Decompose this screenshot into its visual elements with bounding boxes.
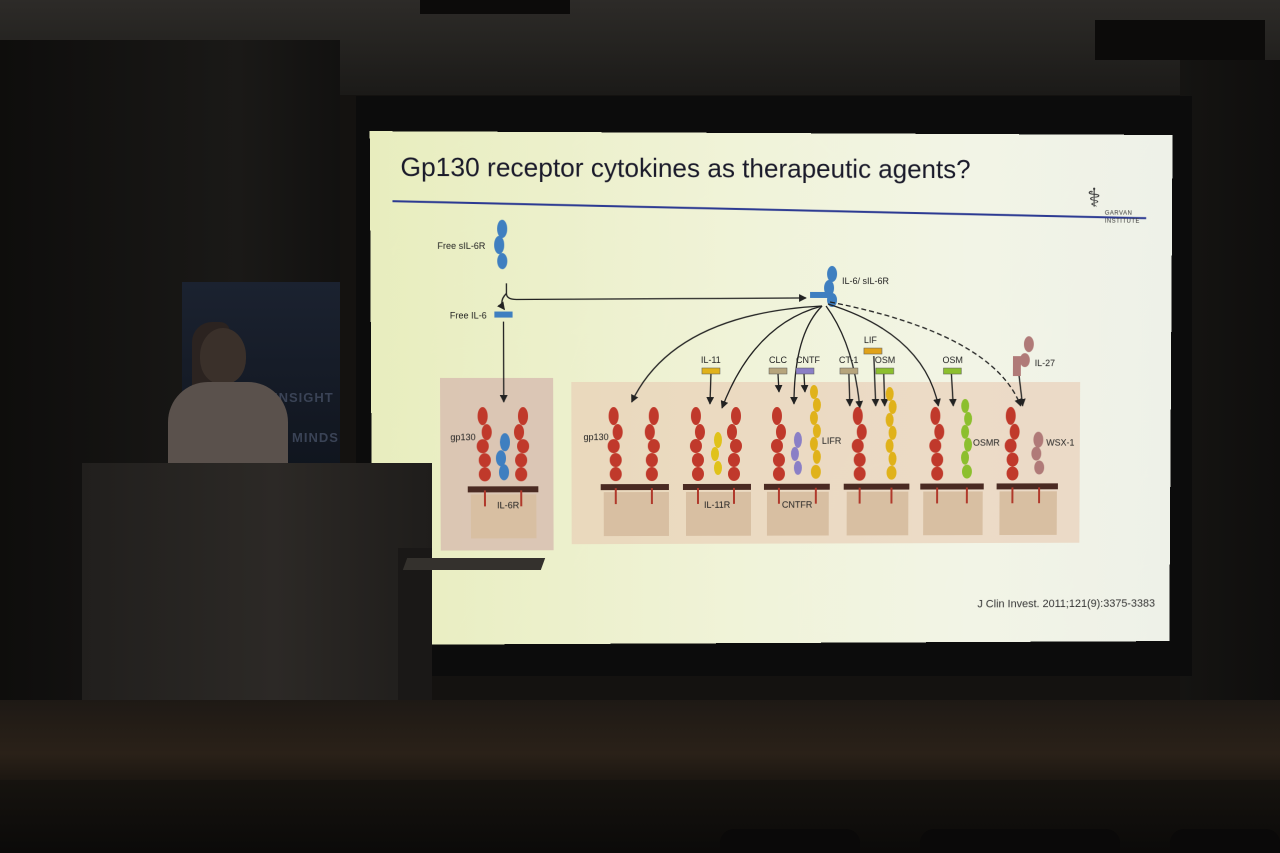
il27-label: IL-27 — [1035, 358, 1055, 368]
gp130-label: gp130 — [583, 432, 608, 442]
podium-shelf — [402, 558, 546, 570]
ct1-label: CT-1 — [839, 355, 858, 365]
osm-ligand — [876, 368, 894, 374]
il11r-label: IL-11R — [704, 500, 731, 510]
osm-label: OSM — [875, 355, 895, 365]
cntf-label: CNTF — [796, 355, 820, 365]
clc-ligand — [768, 367, 788, 375]
free-sil6r-molecule — [494, 219, 508, 270]
audience-seat — [920, 829, 1120, 853]
ct1-ligand — [840, 368, 858, 374]
audience-seat — [720, 829, 860, 853]
free-sil6r-label: Free sIL-6R — [437, 241, 486, 251]
il11-label: IL-11 — [701, 355, 721, 365]
banner-text: MINDS — [292, 430, 339, 445]
osmr-label: OSMR — [973, 438, 1000, 448]
transmembrane-stubs — [485, 487, 1039, 506]
wsx1-label: WSX-1 — [1046, 438, 1074, 448]
lif-ligand — [864, 348, 882, 354]
presenter — [162, 322, 292, 472]
il11-ligand — [702, 368, 720, 374]
gp130-diagram: Free sIL-6R Free IL-6 IL-6/ sIL-6R IL-11… — [370, 131, 1173, 645]
banner-text: INSIGHT — [274, 390, 334, 405]
stage-floor — [0, 700, 1280, 790]
citation: J Clin Invest. 2011;121(9):3375-3383 — [977, 597, 1156, 611]
receptor-chains — [476, 385, 1045, 482]
cntfr-label: CNTFR — [782, 500, 813, 510]
lif-label: LIF — [864, 335, 877, 345]
stage-front — [0, 780, 1280, 853]
il27-ligand — [1012, 336, 1034, 377]
right-wall — [1180, 60, 1280, 720]
gp130-label: gp130 — [450, 432, 475, 442]
cntf-ligand — [795, 367, 815, 375]
il6-sil6r-complex — [809, 265, 837, 307]
il6r-label: IL-6R — [497, 500, 520, 510]
ceiling-vent — [420, 0, 570, 14]
free-il6-molecule — [494, 311, 513, 318]
audience-seat — [1170, 829, 1280, 853]
lifr-label: LIFR — [822, 436, 842, 446]
ceiling-vent — [1095, 20, 1265, 60]
pathway-arrows — [502, 283, 1023, 408]
free-il6-label: Free IL-6 — [450, 310, 487, 320]
complex-label: IL-6/ sIL-6R — [842, 276, 889, 286]
presenter-torso — [168, 382, 288, 472]
membranes — [467, 483, 1058, 493]
clc-label: CLC — [769, 355, 787, 365]
osm-ligand — [943, 368, 961, 374]
presentation-slide: Gp130 receptor cytokines as therapeutic … — [370, 131, 1173, 645]
presenter-head — [200, 328, 246, 384]
osm-label: OSM — [942, 355, 962, 365]
